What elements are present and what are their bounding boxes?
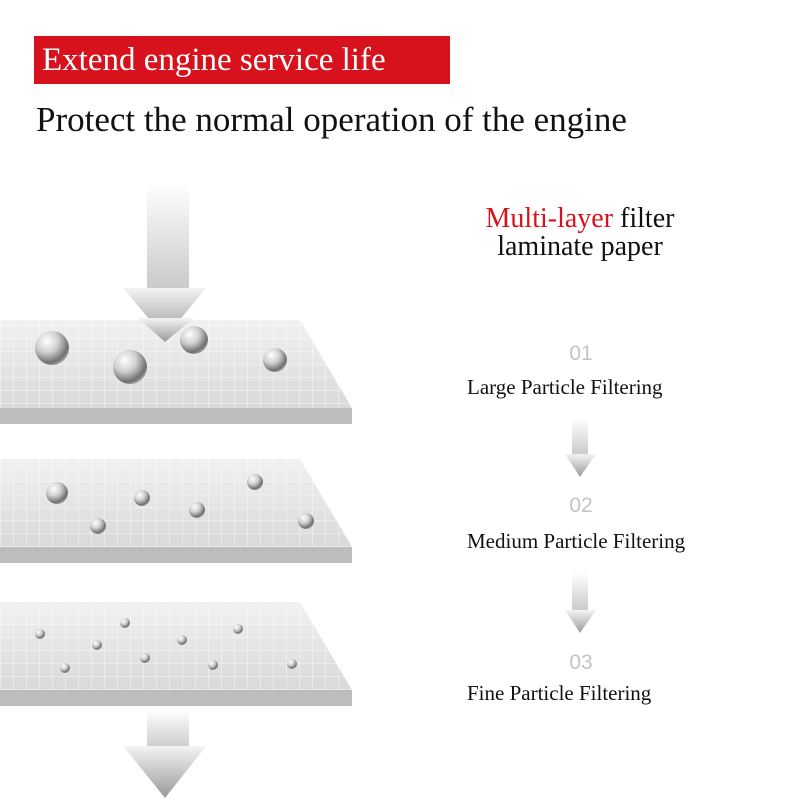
water-droplet-icon: [189, 502, 205, 518]
water-droplet-icon: [287, 659, 297, 669]
water-droplet-icon: [113, 350, 147, 384]
water-droplet-icon: [233, 624, 243, 634]
subtitle: Protect the normal operation of the engi…: [36, 100, 627, 139]
water-droplet-icon: [92, 640, 102, 650]
filter-title: Multi-layer filter laminate paper: [430, 205, 730, 261]
medium-particles: [46, 474, 314, 534]
water-droplet-icon: [298, 513, 314, 529]
step-number-01: 01: [569, 342, 593, 365]
step-number-02: 02: [569, 494, 593, 517]
water-droplet-icon: [140, 653, 150, 663]
water-droplet-icon: [35, 629, 45, 639]
flow-arrow-tip-icon: [138, 318, 194, 342]
water-droplet-icon: [208, 660, 218, 670]
water-droplet-icon: [120, 618, 130, 628]
step-label-large: Large Particle Filtering: [467, 375, 663, 399]
filter-title-accent: Multi-layer: [485, 203, 614, 234]
water-droplet-icon: [46, 482, 68, 504]
large-particles: [35, 326, 287, 384]
water-droplet-icon: [263, 348, 287, 372]
filter-layer-2: [0, 459, 352, 563]
filter-title-line2: laminate paper: [497, 231, 663, 262]
step-label-medium: Medium Particle Filtering: [467, 529, 686, 553]
filter-layer-3: [0, 602, 352, 706]
step-arrow-down-icon: [565, 418, 596, 477]
fine-particles: [35, 618, 297, 673]
water-droplet-icon: [35, 331, 69, 365]
water-droplet-icon: [177, 635, 187, 645]
step-number-03: 03: [569, 651, 593, 674]
water-droplet-icon: [247, 474, 263, 490]
flow-arrow-down-icon: [123, 710, 206, 798]
filter-title-rest: filter: [613, 203, 675, 234]
water-droplet-icon: [90, 518, 106, 534]
step-label-fine: Fine Particle Filtering: [467, 681, 652, 705]
headline-text: Extend engine service life: [42, 42, 386, 78]
water-droplet-icon: [180, 326, 208, 354]
step-arrow-down-icon: [565, 572, 596, 633]
water-droplet-icon: [134, 490, 150, 506]
headline-banner: Extend engine service life: [34, 36, 450, 84]
filter-layer-1: [0, 320, 352, 424]
flow-arrow-down-icon: [123, 182, 206, 338]
water-droplet-icon: [60, 663, 70, 673]
